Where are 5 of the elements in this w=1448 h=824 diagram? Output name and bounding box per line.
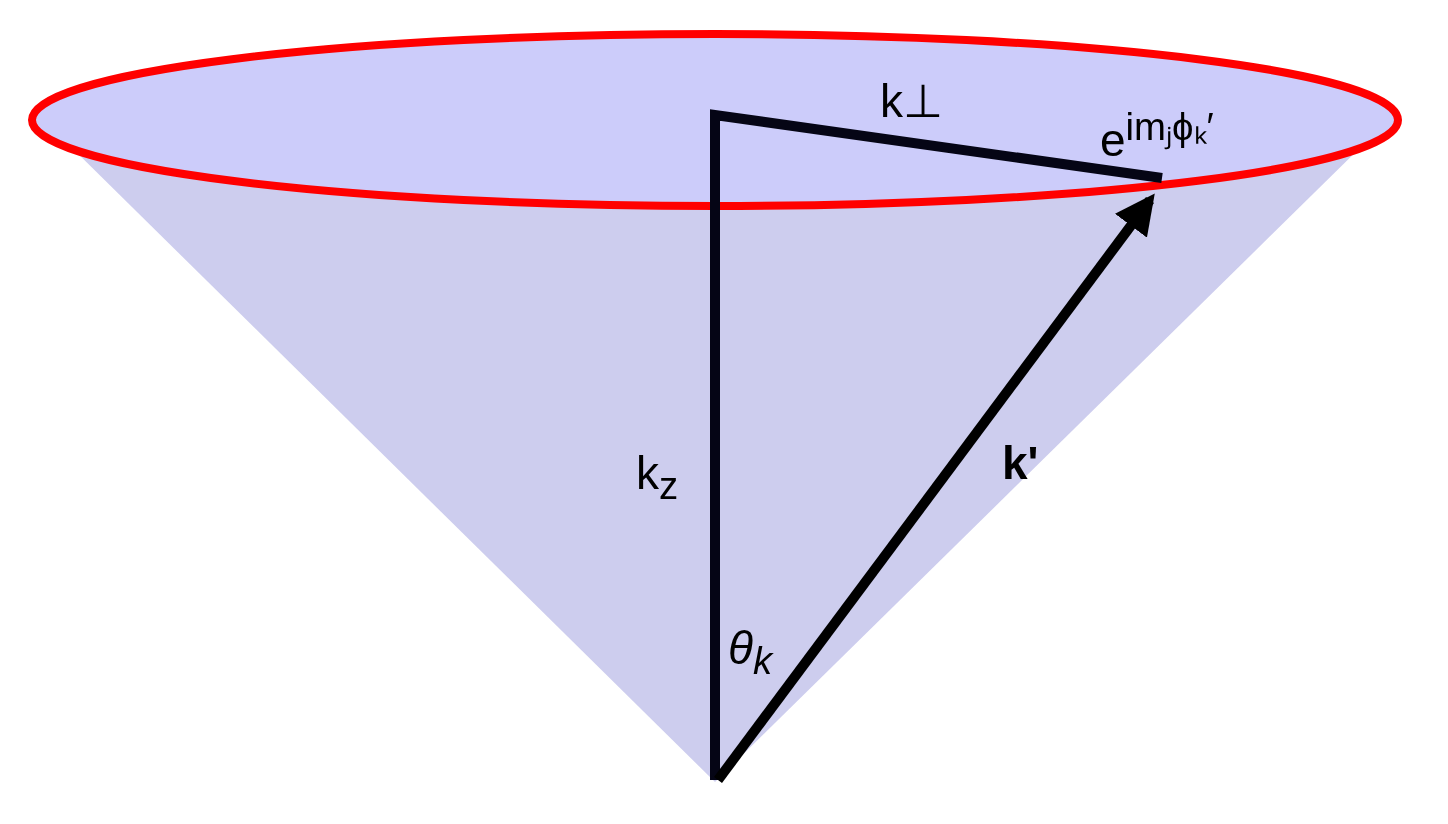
math-label: k⊥ [880,78,943,124]
math-label: e$^{imⱼϕₖ′}$ [1100,108,1214,164]
math-label: θ$_{k}$ [728,625,773,681]
math-label: k$_{z}$ [636,450,679,506]
math-label: k' [1002,440,1039,486]
